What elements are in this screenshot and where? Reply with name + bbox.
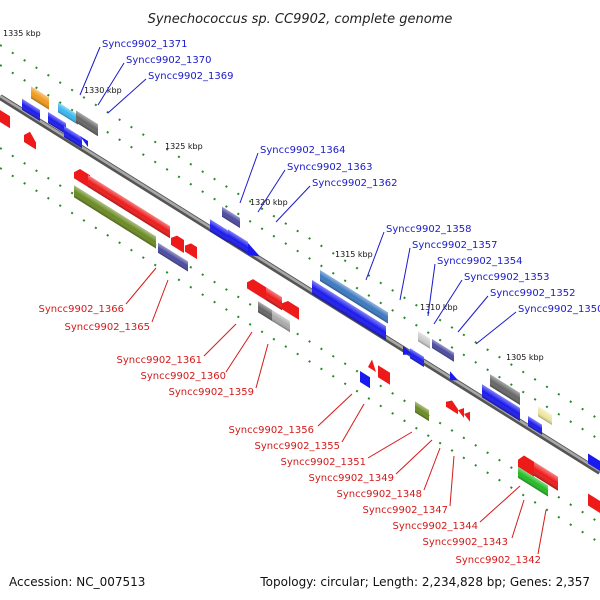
gene-feature (312, 280, 386, 341)
gene-label: Syncc9902_1344 (393, 521, 479, 532)
gene-feature (464, 411, 470, 422)
gene-feature (415, 401, 429, 422)
forward-strand-genes (22, 86, 600, 471)
bottom-leader-lines (125, 267, 547, 555)
gene-feature (490, 374, 520, 405)
scale-label: 1305 kbp (506, 353, 544, 362)
gene-feature (432, 339, 454, 362)
gene-label: Syncc9902_1342 (456, 555, 542, 566)
tick-marks (0, 44, 600, 544)
gene-feature (0, 110, 10, 129)
gene-feature (538, 406, 552, 425)
gene-feature (418, 331, 430, 349)
scale-label: 1320 kbp (250, 198, 288, 207)
gene-feature (31, 86, 49, 110)
gene-feature (48, 112, 66, 135)
gene-feature (80, 136, 88, 147)
gene-label: Syncc9902_1349 (309, 473, 395, 484)
gene-feature (588, 453, 600, 471)
gene-feature (64, 126, 82, 149)
gene-feature (74, 185, 156, 249)
gene-label: Syncc9902_1357 (412, 240, 498, 251)
gene-label: Syncc9902_1356 (229, 425, 315, 436)
gene-label: Syncc9902_1365 (65, 322, 151, 333)
reverse-strand-genes (0, 110, 600, 513)
gene-label: Syncc9902_1351 (281, 457, 367, 468)
gene-feature (272, 310, 290, 333)
gene-label: Syncc9902_1363 (287, 162, 373, 173)
gene-feature (518, 455, 534, 477)
map-title: Synechococcus sp. CC9902, complete genom… (148, 12, 453, 27)
gene-feature (518, 466, 548, 497)
gene-label: Syncc9902_1366 (39, 304, 125, 315)
gene-feature (482, 384, 520, 421)
scale-label: 1325 kbp (165, 142, 203, 151)
gene-feature (76, 110, 98, 137)
gene-feature (22, 98, 40, 121)
gene-feature (410, 348, 424, 367)
gene-feature (282, 301, 299, 320)
gene-feature (446, 400, 458, 415)
scale-label: 1310 kbp (420, 303, 458, 312)
top-leader-lines (79, 46, 517, 345)
gene-feature (258, 301, 274, 323)
gene-feature (378, 365, 390, 385)
gene-feature (228, 229, 248, 254)
gene-label: Syncc9902_1364 (260, 145, 346, 156)
gene-label: Syncc9902_1347 (363, 505, 449, 516)
gene-feature (266, 287, 282, 311)
gene-label: Syncc9902_1354 (437, 256, 523, 267)
gene-label: Syncc9902_1362 (312, 178, 398, 189)
genome-summary-text: Topology: circular; Length: 2,234,828 bp… (259, 575, 590, 589)
gene-feature (222, 206, 240, 228)
bottom-gene-labels: Syncc9902_1366 Syncc9902_1365 Syncc9902_… (39, 304, 542, 566)
gene-feature (210, 219, 228, 243)
gene-feature (528, 416, 542, 435)
scale-label: 1315 kbp (335, 250, 373, 259)
gene-feature (88, 175, 170, 239)
gene-feature (248, 243, 260, 257)
gene-feature (360, 371, 370, 389)
gene-label: Syncc9902_1358 (386, 224, 472, 235)
gene-label: Syncc9902_1370 (126, 55, 212, 66)
gene-feature (74, 169, 90, 189)
scale-labels: 1335 kbp 1330 kbp 1325 kbp 1320 kbp 1315… (3, 29, 544, 362)
gene-feature (171, 235, 184, 253)
scale-label: 1330 kbp (84, 86, 122, 95)
top-gene-labels: Syncc9902_1371 Syncc9902_1370 Syncc9902_… (102, 39, 600, 315)
gene-feature (588, 493, 600, 513)
gene-label: Syncc9902_1352 (490, 288, 576, 299)
gene-label: Syncc9902_1359 (169, 387, 255, 398)
gene-label: Syncc9902_1360 (141, 371, 227, 382)
gene-label: Syncc9902_1348 (337, 489, 423, 500)
gene-feature (185, 243, 197, 260)
gene-feature (450, 371, 458, 381)
gene-feature (158, 242, 188, 272)
gene-label: Syncc9902_1355 (255, 441, 341, 452)
gene-label: Syncc9902_1369 (148, 71, 234, 82)
gene-feature (534, 461, 558, 491)
gene-label: Syncc9902_1361 (117, 355, 203, 366)
gene-feature (24, 131, 36, 150)
gene-label: Syncc9902_1371 (102, 39, 188, 50)
scale-label: 1335 kbp (3, 29, 41, 38)
gene-feature (247, 279, 266, 301)
gene-label: Syncc9902_1350 (518, 304, 600, 315)
gene-label: Syncc9902_1353 (464, 272, 550, 283)
gene-label: Syncc9902_1343 (423, 537, 509, 548)
gene-feature (458, 408, 464, 418)
accession-text: Accession: NC_007513 (9, 575, 145, 589)
gene-feature (320, 270, 388, 324)
gene-feature (58, 102, 78, 125)
gene-feature (368, 359, 376, 372)
